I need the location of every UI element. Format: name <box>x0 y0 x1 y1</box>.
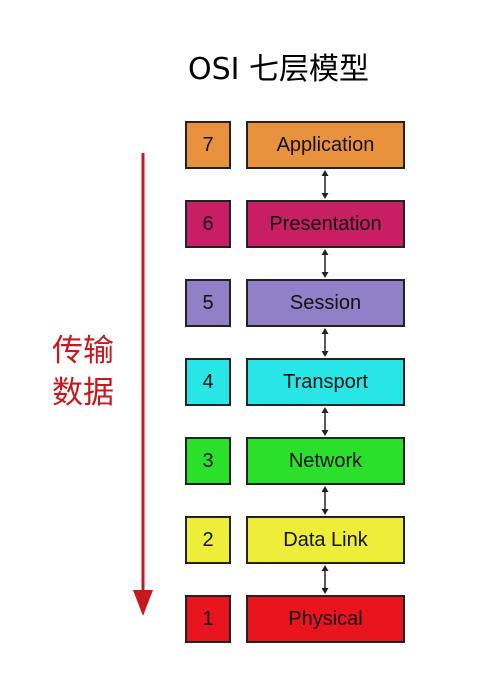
layer-5-number-box: 5 <box>185 279 231 327</box>
layer-1-number-box: 1 <box>185 595 231 643</box>
layer-link-arrow-head-down <box>321 430 329 436</box>
layer-link-arrow-head-up <box>321 249 329 255</box>
layer-1-name: Physical <box>288 607 363 630</box>
diagram-title: OSI 七层模型 <box>188 52 370 87</box>
layer-5-name: Session <box>289 291 362 314</box>
transmit-data-label-line1: 传输 <box>52 333 114 369</box>
layer-3-number: 3 <box>202 449 214 472</box>
layer-2-number: 2 <box>202 528 214 551</box>
layer-6-name: Presentation <box>269 212 382 235</box>
layer-link-arrow-head-down <box>321 351 329 357</box>
layer-7-number-box: 7 <box>185 121 231 169</box>
layer-link-arrow-head-down <box>321 588 329 594</box>
layer-7-name: Application <box>276 133 375 156</box>
layer-6-number-box: 6 <box>185 200 231 248</box>
layer-5-name-box: Session <box>246 279 405 327</box>
layer-3-name-box: Network <box>246 437 405 485</box>
layer-link-arrow-head-up <box>321 407 329 413</box>
layer-4-number-box: 4 <box>185 358 231 406</box>
layer-link-arrow-head-down <box>321 193 329 199</box>
layer-link-arrow-head-up <box>321 170 329 176</box>
layer-7-number: 7 <box>202 133 214 156</box>
layer-link-arrow-head-up <box>321 565 329 571</box>
layer-7-name-box: Application <box>246 121 405 169</box>
layer-link-arrow-head-up <box>321 486 329 492</box>
layer-4-number: 4 <box>202 370 214 393</box>
layer-link-arrow-head-up <box>321 328 329 334</box>
layer-link-arrow-head-down <box>321 272 329 278</box>
layer-6-number: 6 <box>202 212 214 235</box>
layer-1-number: 1 <box>202 607 214 630</box>
layer-2-number-box: 2 <box>185 516 231 564</box>
layer-2-name-box: Data Link <box>246 516 405 564</box>
layer-3-name: Network <box>288 449 363 472</box>
layer-4-name: Transport <box>283 370 368 393</box>
transmit-data-label: 传输 数据 <box>52 330 132 414</box>
layer-6-name-box: Presentation <box>246 200 405 248</box>
layer-5-number: 5 <box>202 291 214 314</box>
layer-link-arrow-head-down <box>321 509 329 515</box>
layer-3-number-box: 3 <box>185 437 231 485</box>
layer-1-name-box: Physical <box>246 595 405 643</box>
transmit-data-label-line2: 数据 <box>52 375 114 411</box>
layer-4-name-box: Transport <box>246 358 405 406</box>
layer-2-name: Data Link <box>283 528 368 551</box>
data-flow-arrow-head <box>133 590 153 616</box>
